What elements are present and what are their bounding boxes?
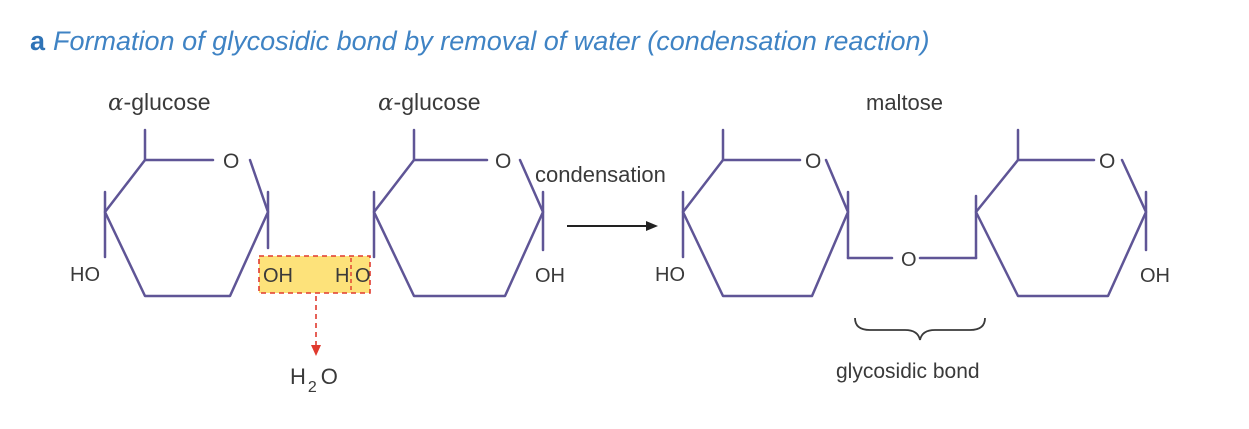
ring-oxygen-2: O (495, 150, 511, 173)
reaction-label: condensation (535, 162, 666, 187)
maltose-ring-oxygen-2: O (1099, 150, 1115, 173)
oxygen-left-2: O (355, 265, 371, 287)
maltose-ring-2 (918, 128, 1148, 298)
glucose-ring-1 (103, 128, 270, 298)
reaction-arrow-head (646, 221, 658, 231)
ring-oxygen-1: O (223, 150, 239, 173)
glucose-ring-2 (372, 128, 545, 298)
glucose-1-label: α-glucose (108, 89, 210, 116)
figure-letter: a (30, 26, 46, 56)
hydroxyl-right-2: OH (535, 265, 565, 287)
maltose-label: maltose (866, 90, 943, 115)
maltose-hydroxyl-left: HO (655, 264, 685, 286)
glycosidic-bond-label: glycosidic bond (836, 360, 980, 383)
hydroxyl-left-1: HO (70, 264, 100, 286)
hydroxyl-right-1: OH (263, 265, 293, 287)
maltose-ring-1 (681, 128, 894, 298)
glucose-2-label: α-glucose (378, 89, 480, 116)
water-arrow-head (311, 345, 321, 356)
figure-caption: Formation of glycosidic bond by removal … (53, 26, 930, 56)
glycosidic-oxygen: O (901, 249, 917, 271)
maltose-hydroxyl-right: OH (1140, 265, 1170, 287)
glycosidic-brace (854, 317, 986, 341)
maltose-ring-oxygen-1: O (805, 150, 821, 173)
hydrogen-label: H (335, 265, 349, 287)
